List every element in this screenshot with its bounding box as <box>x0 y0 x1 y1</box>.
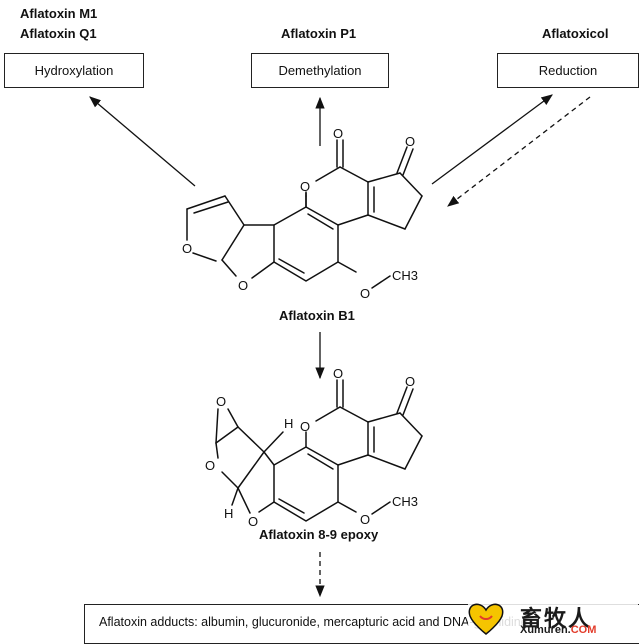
b1-atom-o-lactone: O <box>300 179 310 194</box>
label-aflatoxicol: Aflatoxicol <box>542 26 609 41</box>
b1-atom-o-bridge: O <box>238 278 248 293</box>
aflatoxin-b1-atoms: O O O O O O CH3 <box>182 126 418 301</box>
epoxy-atom-o-bridge: O <box>248 514 258 529</box>
b1-atom-o-methoxy: O <box>360 286 370 301</box>
epoxy-atom-o-furan: O <box>205 458 215 473</box>
label-aflatoxin-m1: Aflatoxin M1 <box>20 6 98 21</box>
label-aflatoxin-q1: Aflatoxin Q1 <box>20 26 97 41</box>
b1-methyl-group: CH3 <box>392 268 418 283</box>
label-aflatoxin-p1: Aflatoxin P1 <box>281 26 357 41</box>
b1-atom-o-carbonyl: O <box>333 126 343 141</box>
box-demethylation: Demethylation <box>251 53 389 88</box>
adducts-text: Aflatoxin adducts: albumin, glucuronide,… <box>99 615 528 629</box>
box-reduction: Reduction <box>497 53 639 88</box>
label-aflatoxin-b1: Aflatoxin B1 <box>279 308 355 323</box>
watermark-url: Xumuren.COM <box>520 624 596 636</box>
epoxy-aromatic-ring <box>273 446 339 522</box>
b1-atom-o-furan: O <box>182 241 192 256</box>
b1-aromatic-ring <box>273 206 339 282</box>
arrow-to-hydroxylation <box>89 96 196 187</box>
box-hydroxylation-label: Hydroxylation <box>34 63 114 78</box>
pathway-arrows <box>89 94 591 598</box>
box-reduction-label: Reduction <box>538 63 598 78</box>
box-demethylation-label: Demethylation <box>278 63 362 78</box>
epoxy-atom-o-methoxy: O <box>360 512 370 527</box>
box-hydroxylation: Hydroxylation <box>4 53 144 88</box>
arrow-reduction-reverse <box>447 96 591 207</box>
epoxy-atom-o-lactone: O <box>300 419 310 434</box>
watermark-logo <box>468 598 638 640</box>
epoxy-atom-o-epoxide: O <box>216 394 226 409</box>
aflatoxin-b1-structure <box>186 139 423 289</box>
aflatoxin-epoxy-structure <box>215 379 423 522</box>
epoxy-atom-h-bottom: H <box>224 506 233 521</box>
arrow-to-reduction <box>431 94 553 185</box>
epoxy-atom-o-ketone: O <box>405 374 415 389</box>
epoxy-atom-h-top: H <box>284 416 293 431</box>
b1-atom-o-ketone: O <box>405 134 415 149</box>
watermark-url-main: Xumuren. <box>520 624 571 636</box>
watermark-url-tld: COM <box>570 624 597 636</box>
label-aflatoxin-epoxy: Aflatoxin 8-9 epoxy <box>259 527 379 542</box>
watermark-chinese: 畜牧人 <box>520 606 593 632</box>
aflatoxin-epoxy-atoms: O O O O O O O CH3 H H <box>205 366 418 529</box>
epoxy-atom-o-carbonyl: O <box>333 366 343 381</box>
epoxy-methyl-group: CH3 <box>392 494 418 509</box>
